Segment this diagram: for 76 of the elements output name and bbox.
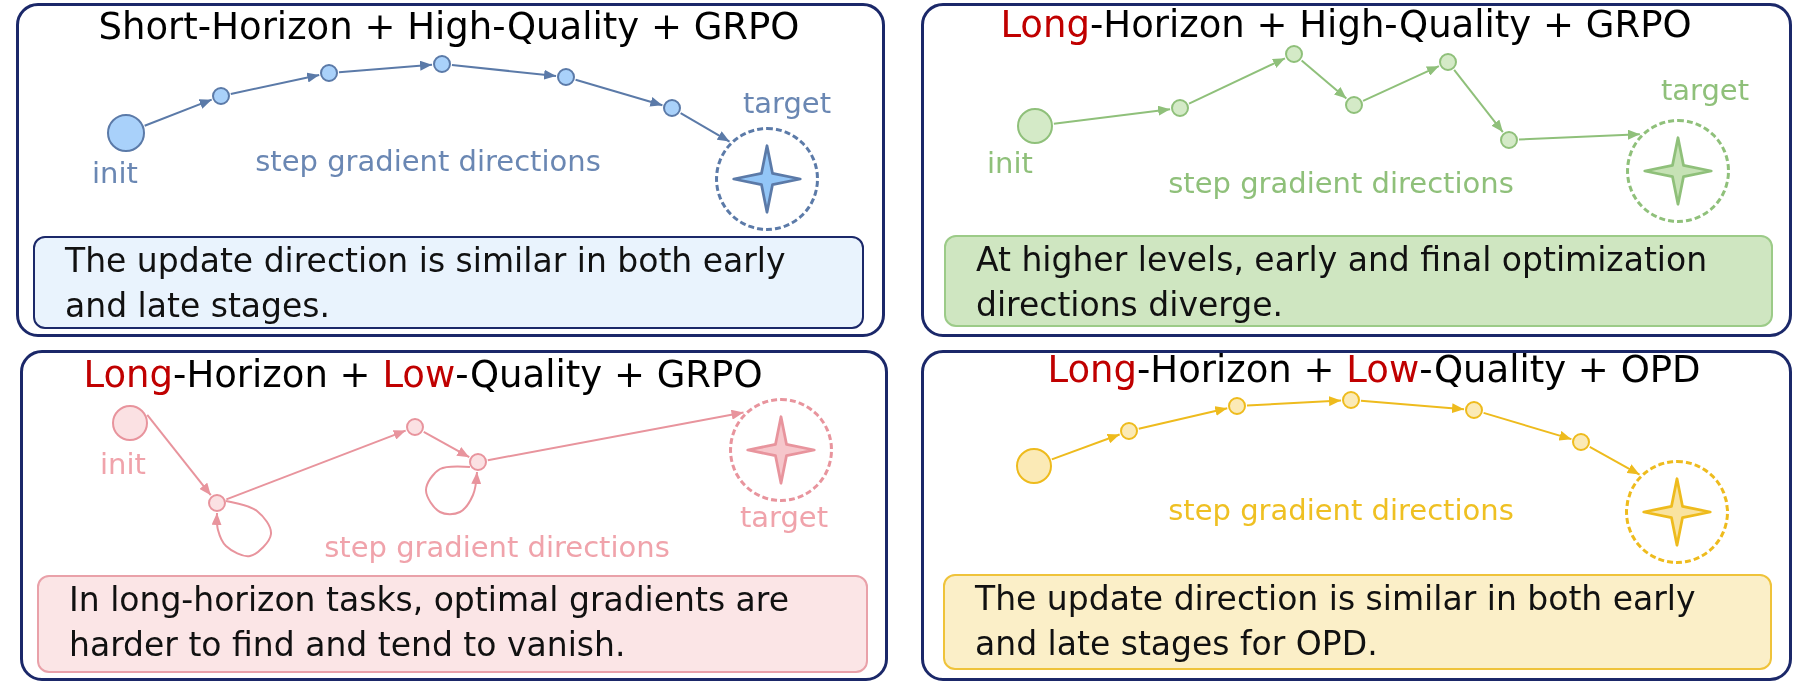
step-dot	[406, 418, 424, 436]
arrow	[1050, 433, 1121, 461]
arrow	[1052, 105, 1172, 125]
arrow	[422, 430, 471, 459]
start-circle	[107, 114, 145, 152]
start-circle	[1017, 108, 1053, 144]
arrow	[1359, 399, 1466, 414]
arrow	[1246, 396, 1342, 407]
caption-box	[33, 236, 864, 329]
caption-text: The update direction is similar in both early and late stages for OPD.	[975, 578, 1697, 665]
annotation-label: step gradient directions	[324, 532, 670, 562]
panel-title: Long-Horizon + Low-Quality + OPD	[1047, 351, 1701, 389]
step-dot	[1572, 433, 1590, 451]
arrow	[574, 78, 664, 107]
step-dot	[1500, 131, 1518, 149]
arrow	[1137, 406, 1229, 430]
step-dot	[1465, 401, 1483, 419]
arrow	[486, 409, 745, 462]
panel	[16, 3, 885, 337]
arrow	[1518, 129, 1641, 141]
panel	[921, 350, 1792, 681]
arrow	[450, 64, 558, 80]
step-dot	[1228, 397, 1246, 415]
panel-title: Long-Horizon + Low-Quality + GRPO	[83, 356, 763, 394]
arrow	[1300, 59, 1348, 100]
loop-arrow	[211, 500, 272, 558]
step-dot	[1342, 391, 1360, 409]
annotation-label: step gradient directions	[255, 146, 601, 176]
target-circle	[1625, 460, 1729, 564]
arrow	[143, 98, 213, 127]
annotation-label: step gradient directions	[1168, 168, 1514, 198]
arrow	[229, 72, 321, 95]
step-dot	[663, 99, 681, 117]
arrow	[337, 60, 434, 74]
point-label: init	[100, 449, 146, 479]
caption-box	[37, 575, 868, 673]
step-dot	[433, 55, 451, 73]
step-dot	[1345, 96, 1363, 114]
point-label: init	[92, 158, 138, 188]
step-dot	[469, 453, 487, 471]
arrow	[1453, 68, 1504, 134]
caption-text: The update direction is similar in both early and late stages.	[65, 240, 787, 327]
step-dot	[208, 494, 226, 512]
arrow	[1188, 57, 1286, 105]
arrow	[1588, 445, 1641, 476]
arrow	[1482, 411, 1573, 441]
panel	[20, 350, 888, 681]
panel-title: Short-Horizon + High-Quality + GRPO	[98, 8, 800, 46]
arrow	[146, 413, 212, 497]
step-dot	[212, 87, 230, 105]
caption-box	[943, 574, 1772, 670]
step-dot	[1439, 53, 1457, 71]
point-label: target	[739, 502, 829, 532]
caption-box	[944, 235, 1773, 327]
step-dot	[320, 64, 338, 82]
start-circle	[1016, 448, 1052, 484]
start-circle	[112, 405, 148, 441]
caption-text: In long-horizon tasks, optimal gradients are harder to find and tend to vanish.	[69, 579, 790, 666]
annotation-label: step gradient directions	[1168, 495, 1514, 525]
point-label: target	[1660, 75, 1750, 105]
panel	[921, 3, 1792, 337]
step-dot	[1285, 45, 1303, 63]
step-dot	[1120, 422, 1138, 440]
loop-arrow	[425, 465, 482, 516]
step-dot	[557, 68, 575, 86]
target-circle	[1626, 119, 1730, 223]
target-circle	[715, 127, 819, 231]
arrow	[679, 112, 731, 143]
caption-text: At higher levels, early and final optimization directions diverge.	[976, 239, 1709, 326]
point-label: target	[742, 88, 832, 118]
target-circle	[729, 398, 833, 502]
step-dot	[1171, 99, 1189, 117]
panel-title: Long-Horizon + High-Quality + GRPO	[1000, 6, 1692, 44]
arrow	[1362, 65, 1440, 102]
arrow	[225, 429, 407, 501]
point-label: init	[987, 148, 1033, 178]
